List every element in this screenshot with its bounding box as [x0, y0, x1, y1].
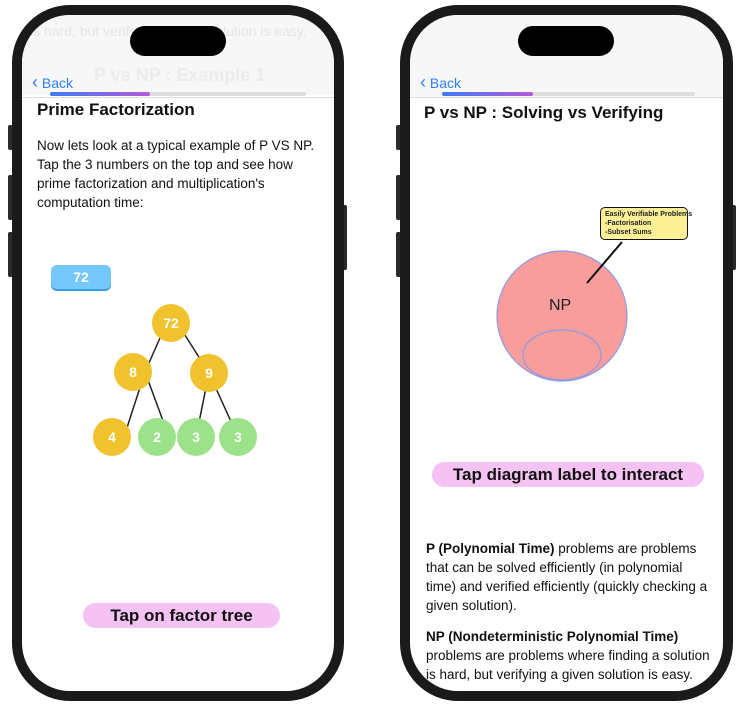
tree-node[interactable]: 9 — [190, 354, 228, 392]
side-button — [8, 125, 13, 150]
divider — [410, 97, 723, 98]
progress-bar — [442, 92, 695, 96]
tree-edges — [123, 312, 239, 438]
tree-node[interactable]: 72 — [152, 304, 190, 342]
callout-line: -Subset Sums — [605, 229, 652, 236]
intro-text: Now lets look at a typical example of P … — [37, 138, 315, 210]
page-title: Prime Factorization — [37, 100, 195, 119]
back-label: Back — [41, 75, 74, 91]
screen-right: ‹ Back P vs NP : Solving vs Verifying NP… — [410, 15, 723, 691]
np-definition: NP (Nondeterministic Polynomial Time) pr… — [426, 627, 714, 684]
callout-pointer — [586, 241, 623, 284]
tree-node[interactable]: 8 — [114, 353, 152, 391]
progress-bar — [50, 92, 306, 96]
definitions: P (Polynomial Time) problems are problem… — [426, 539, 714, 691]
np-term: NP (Nondeterministic Polynomial Time) — [426, 629, 679, 644]
side-button — [396, 125, 401, 150]
side-button — [342, 205, 347, 270]
dynamic-island — [130, 26, 226, 56]
tree-node[interactable]: 3 — [177, 418, 215, 456]
callout-label[interactable]: Easily Verifiable Problems -Factorisatio… — [600, 207, 693, 240]
phone-frame-left: is hard, but verifying a given solution … — [12, 5, 344, 701]
p-text: problems are problems that can be solved… — [426, 541, 708, 613]
chevron-left-icon: ‹ — [32, 72, 38, 92]
dynamic-island — [518, 26, 614, 56]
back-button[interactable]: ‹ Back — [32, 72, 73, 93]
side-button — [396, 175, 401, 220]
hint-pill: Tap diagram label to interact — [432, 462, 704, 487]
number-button-72[interactable]: 72 — [51, 265, 111, 289]
back-button[interactable]: ‹ Back — [420, 72, 461, 93]
tree-node[interactable]: 4 — [93, 418, 131, 456]
callout-line: Easily Verifiable Problems — [605, 211, 693, 218]
page-title: P vs NP : Solving vs Verifying — [424, 103, 664, 122]
tree-node[interactable]: 3 — [219, 418, 257, 456]
tree-node[interactable]: 2 — [138, 418, 176, 456]
side-button — [8, 175, 13, 220]
phone-frame-right: ‹ Back P vs NP : Solving vs Verifying NP… — [400, 5, 733, 701]
back-label: Back — [429, 75, 462, 91]
p-definition: P (Polynomial Time) problems are problem… — [426, 539, 714, 615]
screen-left: is hard, but verifying a given solution … — [22, 15, 334, 691]
venn-diagram[interactable] — [410, 15, 723, 415]
side-button — [396, 232, 401, 277]
side-button — [8, 232, 13, 277]
np-label: NP — [549, 297, 572, 314]
chevron-left-icon: ‹ — [420, 72, 426, 92]
callout-line: -Factorisation — [605, 220, 652, 227]
faded-nav-title: P vs NP : Example 1 — [94, 65, 266, 85]
p-term: P (Polynomial Time) — [426, 541, 555, 556]
np-text: problems are problems where finding a so… — [426, 648, 710, 682]
divider — [22, 97, 334, 98]
side-button — [731, 205, 736, 270]
p-ellipse — [522, 329, 602, 381]
hint-pill: Tap on factor tree — [83, 603, 280, 628]
